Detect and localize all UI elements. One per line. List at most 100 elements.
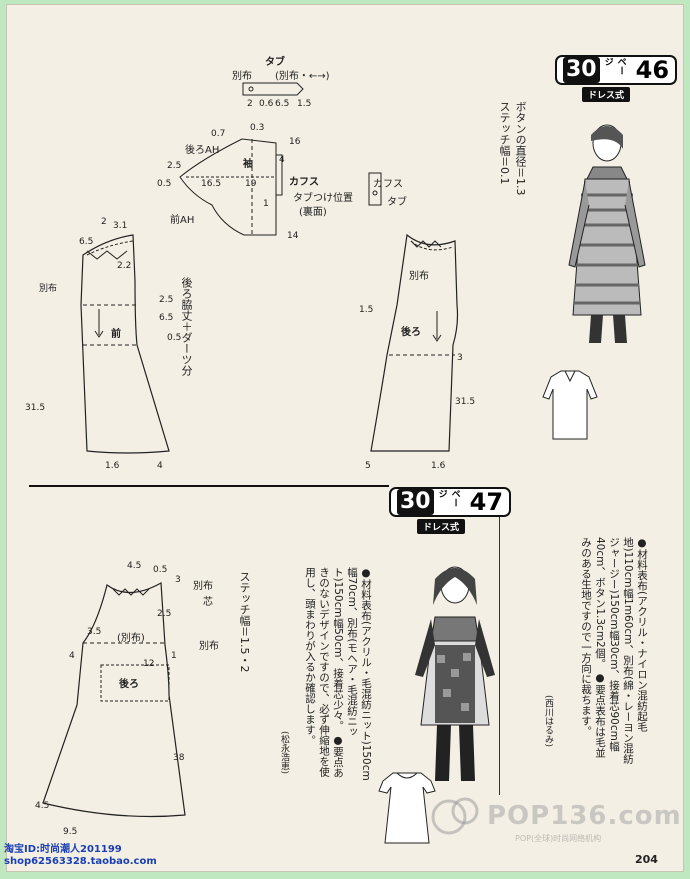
label-cuffs: カフス	[289, 177, 319, 188]
page-number: 204	[635, 853, 658, 866]
dim-4-47: 4	[69, 651, 75, 661]
dim-315-front: 31.5	[25, 403, 46, 413]
dim-3-back: 3	[457, 353, 463, 363]
betsu-47: (別布)	[117, 633, 145, 644]
shin-47: 芯	[203, 597, 213, 608]
sleeve-draft	[179, 138, 283, 236]
shop-url: shop62563328.taobao.com	[4, 856, 157, 867]
dim-16-front: 1.6	[105, 461, 120, 471]
tab-label: タブ	[265, 57, 285, 68]
dim-5-back: 5	[365, 461, 371, 471]
label-front-ah: 前AH	[170, 215, 195, 226]
dim-05-47: 0.5	[153, 565, 168, 575]
pattern-47-subtitle: ドレス式	[417, 519, 466, 534]
dim-65b: 6.5	[79, 237, 94, 247]
stitch-note-46: ステッチ幅＝0.1	[498, 101, 511, 185]
page-suffix: ページ	[602, 57, 626, 75]
label-front: 前	[111, 329, 121, 340]
dim-15: 1.5	[297, 99, 312, 109]
shop-id: 淘宝ID:时尚潮人201199	[4, 844, 122, 855]
dim-65: 6.5	[275, 99, 290, 109]
label-betsu-tab: (別布・←→)	[275, 71, 330, 82]
material-title-47: ●材料	[360, 567, 372, 600]
dim-25-front: 2.5	[159, 295, 174, 305]
material-title-46: ●材料	[636, 537, 648, 570]
model-number-47: 47	[469, 488, 504, 516]
dart-note: 後ろ脇丈＋ダーツ分	[180, 277, 193, 376]
dim-45: 4.5	[127, 561, 142, 571]
watermark-subtext: POP(全球)时尚网络机构	[515, 834, 602, 843]
point-title-47: ●要点	[332, 734, 344, 768]
page-suffix-47: ページ	[436, 489, 460, 507]
flat-sketch-47	[378, 772, 436, 844]
pattern-46-subtitle: ドレス式	[582, 87, 631, 102]
dim-35-47: 3.5	[87, 627, 102, 637]
back-bodice-draft-46	[370, 233, 459, 452]
flat-sketch-46	[542, 370, 598, 440]
dim-25-47: 2.5	[157, 609, 172, 619]
dim-19: 19	[245, 179, 257, 189]
dim-22: 2.2	[117, 261, 132, 271]
model-number: 46	[635, 56, 670, 84]
pattern-page: 30 ページ 46 ドレス式 ボタンの直径＝1.3 ステッチ幅＝0.1 タブ 別…	[6, 4, 684, 872]
dim-45b-47: 4.5	[35, 801, 50, 811]
dim-1: 1	[263, 199, 269, 209]
dim-05-front: 0.5	[167, 333, 182, 343]
label-reverse: (裏面)	[299, 207, 327, 218]
dim-3-47: 3	[175, 575, 181, 585]
page-number-ref-47: 30	[397, 489, 434, 515]
label-betsu: 別布	[232, 71, 252, 82]
dim-2: 2	[247, 99, 253, 109]
materials-46: ●材料表布(アクリル・ナイロン混紡起毛地)110cm幅1m60cm、別布(綿・レ…	[541, 537, 649, 767]
dim-2b: 2	[101, 217, 107, 227]
model-46-illustration	[568, 124, 646, 343]
betsu-back: 別布	[409, 271, 429, 282]
label-cuffs-2: カフス	[373, 179, 403, 190]
dim-315-back: 31.5	[455, 397, 476, 407]
point-text-46: 表布は毛並みのある生地ですので一方向に裁ちます。	[580, 537, 606, 758]
material-text-46: 表布(アクリル・ナイロン混紡起毛地)110cm幅1m60cm、別布(綿・レーヨン…	[594, 537, 648, 765]
material-text-47: 表布(アクリル・毛混紡ニット)150cm幅70cm、別布(モヘア・毛混紡ニット)…	[332, 567, 372, 781]
dim-31: 3.1	[113, 221, 128, 231]
dim-1-47: 1	[171, 651, 177, 661]
button-note: ボタンの直径＝1.3	[514, 101, 527, 196]
dim-15-back: 1.5	[359, 305, 374, 315]
dim-16: 16	[289, 137, 301, 147]
dim-12-47: 12	[143, 659, 155, 669]
label-tab-pos: タブつけ位置	[293, 193, 353, 204]
column-divider	[499, 515, 500, 795]
point-text-47: あきのないデザインですので、必ず伸縮地を使用し、頭まわりが入るか確認します。	[304, 567, 344, 778]
label-sleeve: 袖	[243, 159, 253, 170]
tab-draft	[242, 82, 304, 96]
watermark-logo-icon	[431, 797, 479, 835]
dim-03: 0.3	[250, 123, 265, 133]
label-tab-2: タブ	[387, 197, 407, 208]
cuffs-sketch	[368, 172, 382, 206]
section-divider	[29, 485, 389, 487]
dim-25: 2.5	[167, 161, 182, 171]
dim-4: 4	[279, 155, 285, 165]
back-bodice-draft-47	[42, 582, 186, 818]
page-number-ref: 30	[563, 57, 600, 83]
point-title-46: ●要点	[594, 672, 606, 706]
front-bodice-draft-46	[80, 234, 170, 454]
pattern-47-badge: 30 ページ 47	[389, 487, 512, 517]
dim-65-front: 6.5	[159, 313, 174, 323]
dim-165: 16.5	[201, 179, 222, 189]
credit-47: (松永浩恵)	[279, 731, 289, 775]
stitch-note-47: ステッチ幅＝1.5・2	[238, 571, 251, 673]
label-back: 後ろ	[401, 327, 421, 338]
betsu-47-side: 別布	[199, 641, 219, 652]
dim-16-back: 1.6	[431, 461, 446, 471]
dim-07: 0.7	[211, 129, 226, 139]
betsu-front: 別布	[39, 284, 58, 294]
label-back-47: 後ろ	[119, 679, 139, 690]
credit-46: (西川はるみ)	[543, 695, 553, 748]
dim-05: 0.5	[157, 179, 172, 189]
dim-4-front: 4	[157, 461, 163, 471]
dim-95-47: 9.5	[63, 827, 78, 837]
dim-14: 14	[287, 231, 299, 241]
betsu-47-top: 別布	[193, 581, 213, 592]
materials-47: ●材料表布(アクリル・毛混紡ニット)150cm幅70cm、別布(モヘア・毛混紡ニ…	[277, 567, 373, 787]
dim-06: 0.6	[259, 99, 274, 109]
